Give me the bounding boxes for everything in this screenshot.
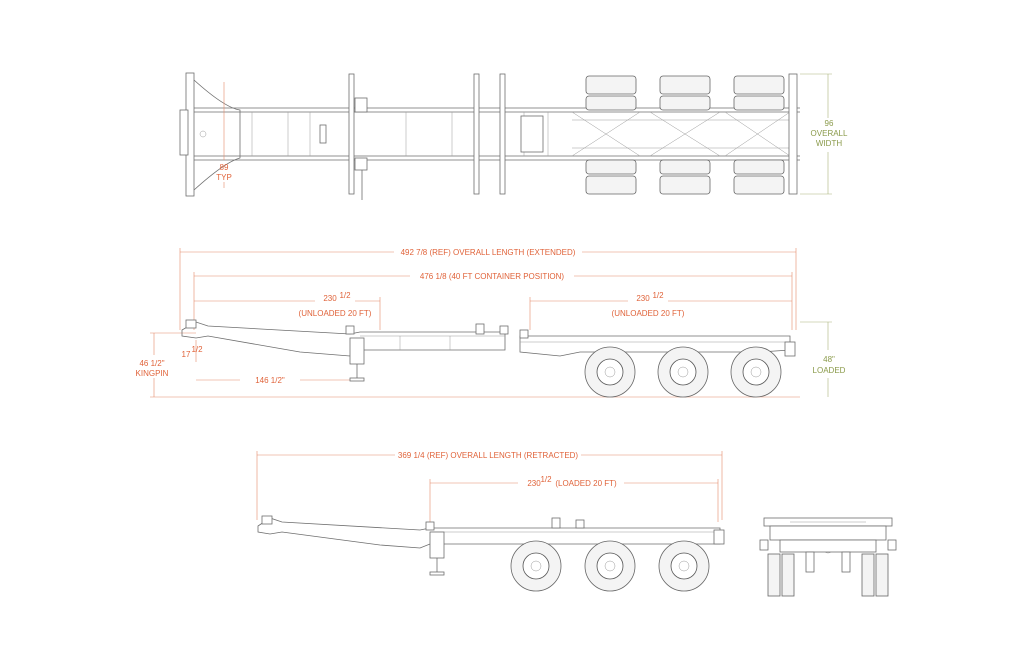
unloaded-rear-value: 230 bbox=[636, 294, 650, 303]
loaded-height-value: 48" bbox=[823, 355, 835, 364]
kingpin-offset-fraction: 1/2 bbox=[191, 345, 203, 354]
top-view: 96 OVERALL WIDTH 89 TYP bbox=[179, 72, 848, 200]
typ-value: 89 bbox=[220, 163, 229, 172]
side-view-retracted: 369 1/4 (REF) OVERALL LENGTH (RETRACTED)… bbox=[256, 449, 725, 592]
kingpin-label: KINGPIN bbox=[136, 369, 169, 378]
landing-gear-distance: 146 1/2" bbox=[255, 376, 285, 385]
container-position: 476 1/8 (40 FT CONTAINER POSITION) bbox=[420, 272, 565, 281]
width-label-2: WIDTH bbox=[816, 139, 842, 148]
loaded-value: 230 bbox=[527, 479, 541, 488]
unloaded-rear-fraction: 1/2 bbox=[652, 291, 664, 300]
unloaded-rear-label: (UNLOADED 20 FT) bbox=[612, 309, 685, 318]
loaded-height-label: LOADED bbox=[813, 366, 846, 375]
unloaded-front-value: 230 bbox=[323, 294, 337, 303]
loaded-label: (LOADED 20 FT) bbox=[555, 479, 617, 488]
unloaded-front-fraction: 1/2 bbox=[339, 291, 351, 300]
overall-length-retracted: 369 1/4 (REF) OVERALL LENGTH (RETRACTED) bbox=[398, 451, 579, 460]
rear-view bbox=[759, 517, 897, 597]
loaded-fraction: 1/2 bbox=[540, 475, 552, 484]
overall-length-extended: 492 7/8 (REF) OVERALL LENGTH (EXTENDED) bbox=[401, 248, 576, 257]
kingpin-height: 46 1/2" bbox=[139, 359, 164, 368]
side-view-extended: 492 7/8 (REF) OVERALL LENGTH (EXTENDED) … bbox=[136, 246, 846, 398]
width-label-1: OVERALL bbox=[811, 129, 848, 138]
typ-label: TYP bbox=[216, 173, 232, 182]
width-value: 96 bbox=[825, 119, 834, 128]
kingpin-offset-value: 17 bbox=[182, 350, 191, 359]
unloaded-front-label: (UNLOADED 20 FT) bbox=[299, 309, 372, 318]
